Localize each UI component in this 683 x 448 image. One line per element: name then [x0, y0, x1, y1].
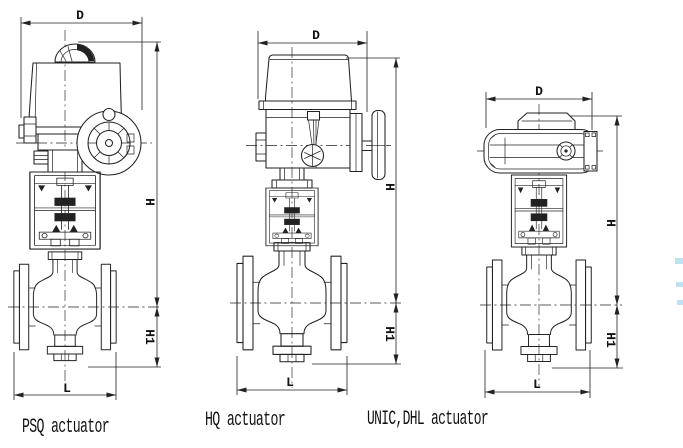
hq-dim-d: D — [257, 28, 368, 112]
hq-dim-h1-label: H1 — [382, 326, 397, 342]
psq-dim-l: L — [13, 352, 117, 400]
hq-side-handwheel — [349, 109, 386, 181]
hq-lever — [306, 110, 321, 148]
psq-actuator-head — [18, 43, 142, 176]
psq-dim-d-label: D — [76, 8, 84, 23]
unic-caption: UNIC,DHL actuator — [367, 408, 488, 431]
hq-dim-d-label: D — [312, 28, 320, 43]
psq-dim-l-label: L — [63, 381, 71, 396]
psq-left-bracket — [18, 116, 49, 165]
unic-end-box — [583, 130, 598, 172]
psq-caption: PSQ actuator — [22, 416, 109, 439]
unic-dim-h: H H1 — [552, 115, 623, 369]
unic-dim-h-label: H — [603, 219, 618, 227]
hq-dim-h-label: H — [382, 183, 397, 191]
unic-actuator-head — [483, 112, 598, 174]
psq-dim-h: H H1 — [78, 41, 161, 368]
psq-dim-h-label: H — [142, 198, 157, 206]
unic-dim-l-label: L — [533, 377, 541, 392]
unic-yoke — [510, 174, 568, 248]
psq-dim-h1-label: H1 — [142, 329, 157, 345]
figure-psq: D H H1 L PSQ actuator — [8, 8, 162, 439]
hq-caption: HQ actuator — [205, 409, 285, 432]
psq-dim-d: D — [20, 8, 143, 118]
figure-hq: D H H1 L HQ actuator — [205, 28, 401, 432]
hq-centerlines — [230, 47, 401, 388]
hq-dim-h: H H1 — [312, 57, 401, 365]
hq-dim-l-label: L — [286, 375, 294, 390]
unic-dim-h1-label: H1 — [603, 332, 618, 348]
hq-actuator-head — [255, 54, 386, 189]
hq-dim-l: L — [236, 356, 348, 395]
unic-dim-l: L — [484, 350, 591, 398]
figure-unic-dhl: D H H1 L UNIC,DHL actuator — [367, 84, 623, 431]
unic-indicator-knob — [556, 141, 576, 161]
psq-dome — [54, 43, 96, 63]
psq-handwheel — [76, 107, 142, 176]
hq-knob — [300, 143, 325, 168]
unic-dim-d-label: D — [535, 84, 543, 99]
unic-dim-d: D — [485, 84, 593, 130]
scan-artifacts — [675, 258, 683, 305]
